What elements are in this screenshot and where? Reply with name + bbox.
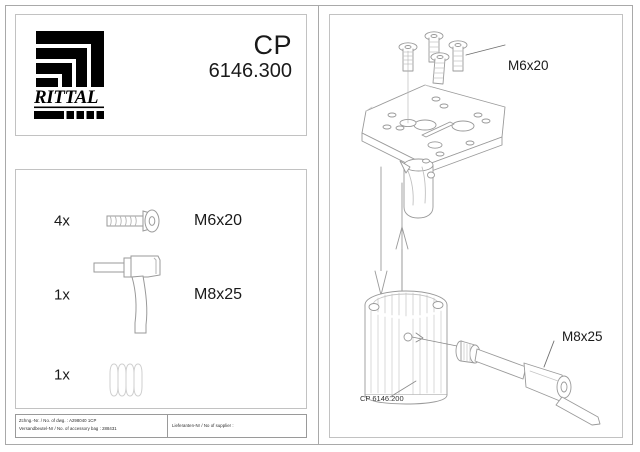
svg-text:RITTAL: RITTAL (34, 87, 98, 108)
right-column: M6x20 M8x25 CP 6146.200 (318, 6, 634, 444)
clamping-lever-icon (88, 247, 180, 343)
lock-washers-icon (94, 342, 182, 408)
part-label: M6x20 (194, 212, 243, 229)
part-number: 6146.300 (208, 60, 292, 83)
title-group: CP 6146.300 (209, 31, 292, 82)
assembly-drawing: M6x20 M8x25 CP 6146.200 (329, 14, 623, 438)
rittal-logo-icon: RITTAL (33, 29, 112, 121)
footer-table: Zchng.-Nr. / No. of dwg. : A298040 1CP V… (15, 414, 307, 438)
list-item: 1x (16, 255, 306, 334)
part-quantity: 1x (54, 286, 70, 304)
countersunk-screw-icon (94, 188, 182, 254)
drawing-sheet: RITTAL CP 6146.300 (5, 5, 633, 445)
left-column: RITTAL CP 6146.300 (6, 6, 318, 444)
part-quantity: 4x (54, 212, 70, 230)
list-item: 1x (16, 338, 306, 412)
part-label: M8x25 (194, 286, 243, 303)
cp-callout-label: CP 6146.200 (360, 394, 404, 403)
footer-right-cell: Lieferanten-Nr / No of supplier : (168, 415, 306, 437)
footer-left-cell: Zchng.-Nr. / No. of dwg. : A298040 1CP V… (16, 415, 168, 437)
drawing-number-text: Zchng.-Nr. / No. of dwg. : A298040 1CP (19, 418, 97, 423)
list-item: 4x (16, 184, 306, 258)
part-quantity: 1x (54, 366, 70, 384)
m6-callout-label: M6x20 (508, 58, 549, 73)
page-title: CP (253, 30, 292, 60)
supplier-number-text: Lieferanten-Nr / No of supplier : (172, 423, 234, 428)
m8-callout-label: M8x25 (562, 329, 603, 344)
accessory-bag-text: Versandbeutel-Nr / No. of accessory bag … (19, 426, 117, 432)
assembly-drawing-svg (361, 31, 601, 426)
parts-list: 4x (15, 169, 307, 409)
title-block: RITTAL CP 6146.300 (15, 14, 307, 136)
